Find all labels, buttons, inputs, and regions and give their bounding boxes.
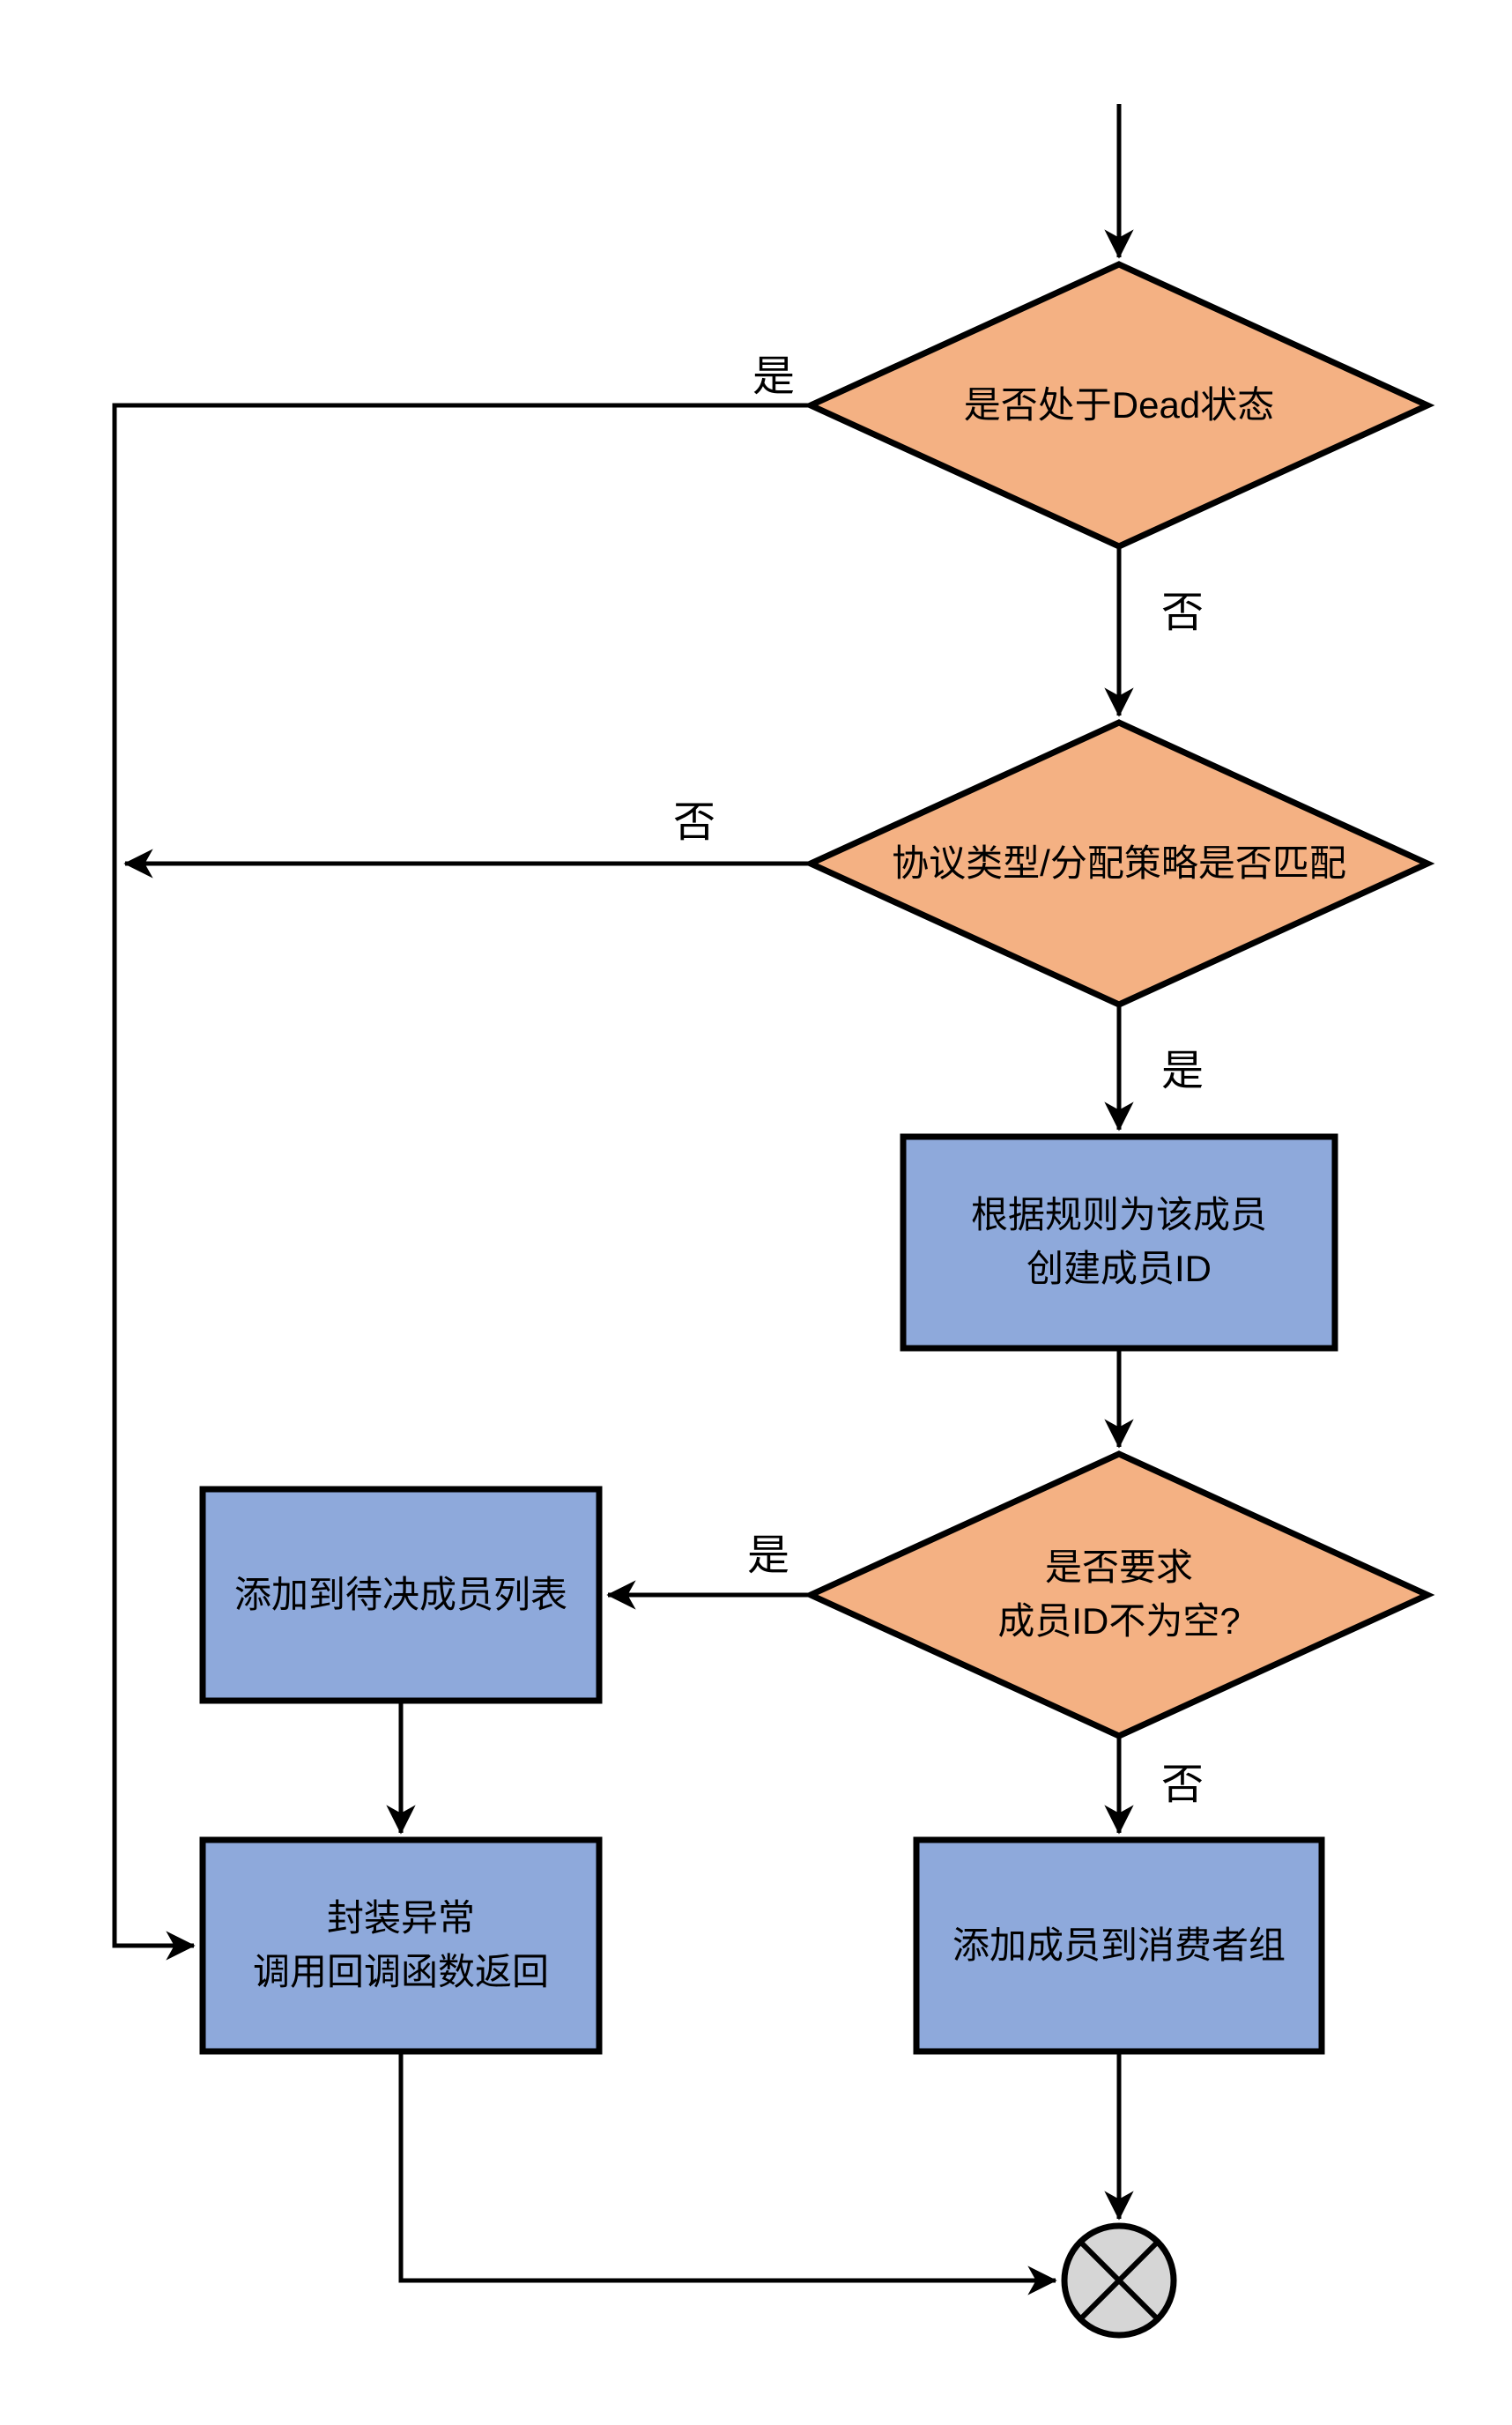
decision-dead-shape — [803, 261, 1435, 550]
process-create-member-id-shape — [900, 1133, 1338, 1352]
process-add-pending-list-shape — [199, 1486, 603, 1704]
edge-dead-yes-to-exception — [112, 403, 809, 1961]
end-node-cross-icon — [1078, 2239, 1160, 2322]
process-wrap-exception-shape — [199, 1836, 603, 2055]
process-add-consumer-group-shape — [913, 1836, 1325, 2055]
edge-exception-to-end — [398, 2053, 1057, 2295]
end-terminator-node — [1061, 2222, 1177, 2339]
decision-member-id-shape — [803, 1450, 1435, 1739]
decision-protocol-shape — [803, 719, 1435, 1008]
